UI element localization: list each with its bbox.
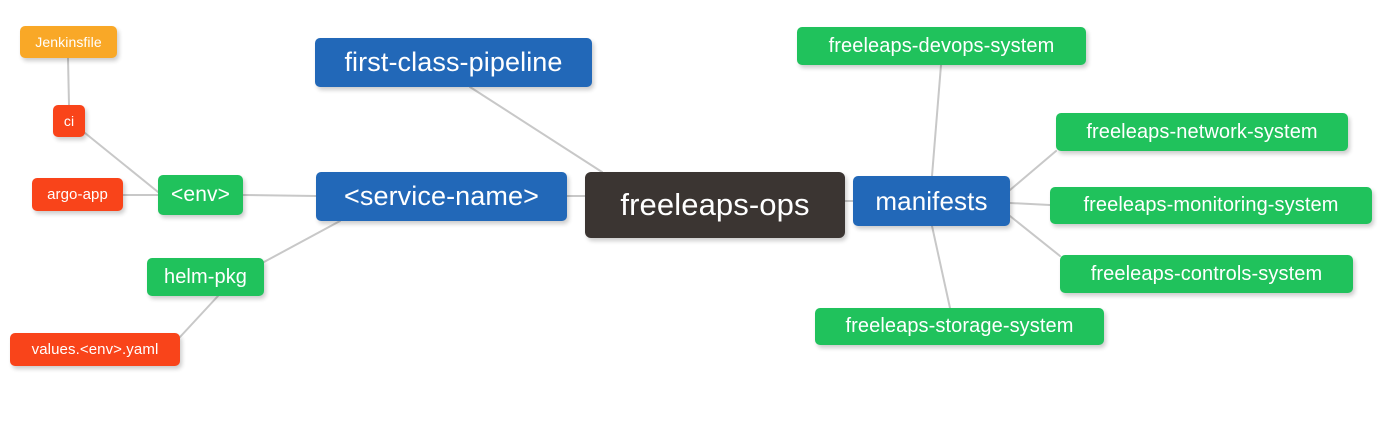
edge-first-class-pipeline-to-freeleaps-ops <box>469 86 603 173</box>
mindmap-node-manifests[interactable]: manifests <box>853 176 1010 226</box>
mindmap-node-service-name[interactable]: <service-name> <box>316 172 567 221</box>
edge-manifests-to-devops-system <box>931 64 942 177</box>
mindmap-node-storage-system[interactable]: freeleaps-storage-system <box>815 308 1104 345</box>
edge-env-to-service-name <box>242 194 317 197</box>
edge-helm-pkg-to-service-name <box>263 220 341 263</box>
mindmap-node-env[interactable]: <env> <box>158 175 243 215</box>
edge-manifests-to-monitoring-system <box>1009 202 1051 206</box>
mindmap-node-monitoring-system[interactable]: freeleaps-monitoring-system <box>1050 187 1372 224</box>
mindmap-node-devops-system[interactable]: freeleaps-devops-system <box>797 27 1086 65</box>
mindmap-node-helm-pkg[interactable]: helm-pkg <box>147 258 264 296</box>
mindmap-node-ci[interactable]: ci <box>53 105 85 137</box>
edge-manifests-to-network-system <box>1009 150 1057 191</box>
mindmap-node-values-env-yaml[interactable]: values.<env>.yaml <box>10 333 180 366</box>
edge-manifests-to-storage-system <box>931 225 951 309</box>
edge-manifests-to-controls-system <box>1009 215 1061 257</box>
mindmap-node-controls-system[interactable]: freeleaps-controls-system <box>1060 255 1353 293</box>
mindmap-node-jenkinsfile[interactable]: Jenkinsfile <box>20 26 117 58</box>
mindmap-node-argo-app[interactable]: argo-app <box>32 178 123 211</box>
mindmap-node-first-class-pipeline[interactable]: first-class-pipeline <box>315 38 592 87</box>
edge-ci-to-env <box>84 132 159 193</box>
edge-jenkinsfile-to-ci <box>67 57 70 106</box>
mindmap-node-freeleaps-ops[interactable]: freeleaps-ops <box>585 172 845 238</box>
edge-values-env-yaml-to-helm-pkg <box>179 295 219 338</box>
mindmap-node-network-system[interactable]: freeleaps-network-system <box>1056 113 1348 151</box>
